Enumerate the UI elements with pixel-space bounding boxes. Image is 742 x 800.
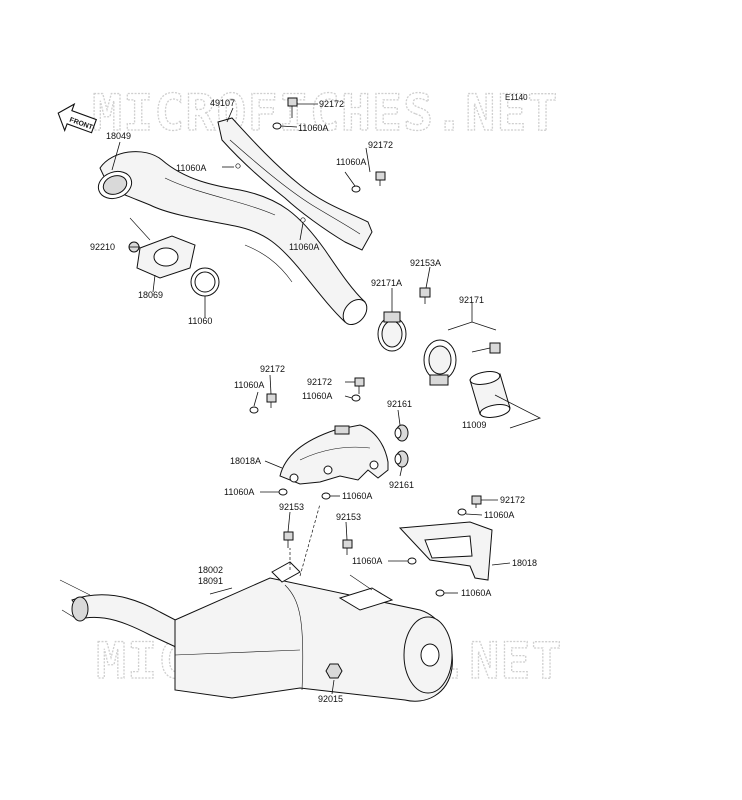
label-11060A-e: 11060A [234,380,264,390]
bolt-92153A [419,287,431,304]
bolt-92172-lower-right [471,495,482,508]
label-92153-b: 92153 [336,512,361,522]
label-49107: 49107 [210,98,235,108]
bolt-92172-mid-left [266,393,277,408]
washer-11060A-right [351,185,361,193]
label-11009: 11009 [462,420,486,430]
label-11060A-i: 11060A [484,510,514,520]
bolt-92171 [471,342,501,354]
label-92161-a: 92161 [387,399,412,409]
bolt-92172-mid [354,377,365,394]
label-18091: 18091 [198,576,223,586]
washer-11060A-mid [351,394,361,402]
label-92153-a: 92153 [279,502,304,512]
sleeve-11009 [469,371,511,418]
leader-lines [59,103,542,695]
washer-11060A-lower-right [457,508,467,516]
washer-11060A-mid-lower-left [278,488,288,496]
label-92171A: 92171A [371,278,402,288]
nut-92015 [325,663,343,679]
label-92172-d: 92172 [307,377,332,387]
label-11060A-a: 11060A [298,123,328,133]
muffler [71,561,453,702]
diagram-code: E1140 [505,93,528,102]
grommet-92161-lower [394,450,409,468]
washer-11060A-top [272,122,282,130]
label-18069: 18069 [138,290,163,300]
label-11060A-d: 11060A [289,242,319,252]
label-11060A-h: 11060A [342,491,372,501]
bolt-92153-right [342,539,353,555]
clamp-92171 [423,339,457,386]
label-92172-b: 92172 [368,140,393,150]
label-11060A-c: 11060A [336,157,366,167]
bolt-92172-top [287,97,298,118]
bolt-92172-right [375,171,386,186]
label-92015: 92015 [318,694,343,704]
washer-11060A-mid-lower [321,492,331,500]
label-92172-e: 92172 [500,495,525,505]
bolt-92153-left [283,531,294,548]
label-92153A: 92153A [410,258,441,268]
label-11060A-b: 11060A [176,163,206,173]
flange-18069 [136,235,196,279]
clamp-92171A [377,311,407,352]
grommet-92161-upper [394,424,409,442]
label-11060A-g: 11060A [224,487,254,497]
label-11060: 11060 [188,316,212,326]
heat-guard-upper [217,117,373,251]
gasket-11060 [190,267,220,297]
label-92172-c: 92172 [260,364,285,374]
washer-11060A-mid-left [249,406,259,414]
watermark-top: MICROFICHES.NET [92,84,559,142]
label-92171: 92171 [459,295,484,305]
label-18002: 18002 [198,565,223,575]
washer-11060A-lower-b [435,589,445,597]
label-11060A-k: 11060A [461,588,491,598]
heat-guard-middle [279,424,389,485]
washer-11060A-lower-a [407,557,417,565]
label-11060A-j: 11060A [352,556,382,566]
label-92210: 92210 [90,242,115,252]
label-18049: 18049 [106,131,131,141]
header-pipe [97,151,368,326]
label-11060A-f: 11060A [302,391,332,401]
label-18018A: 18018A [230,456,261,466]
label-18018: 18018 [512,558,537,568]
label-92161-b: 92161 [389,480,414,490]
label-92172-a: 92172 [319,99,344,109]
part-number-labels: 49107 92172 11060A 18049 11060A 11060A 9… [90,98,537,704]
heat-guard-lower [398,521,493,581]
